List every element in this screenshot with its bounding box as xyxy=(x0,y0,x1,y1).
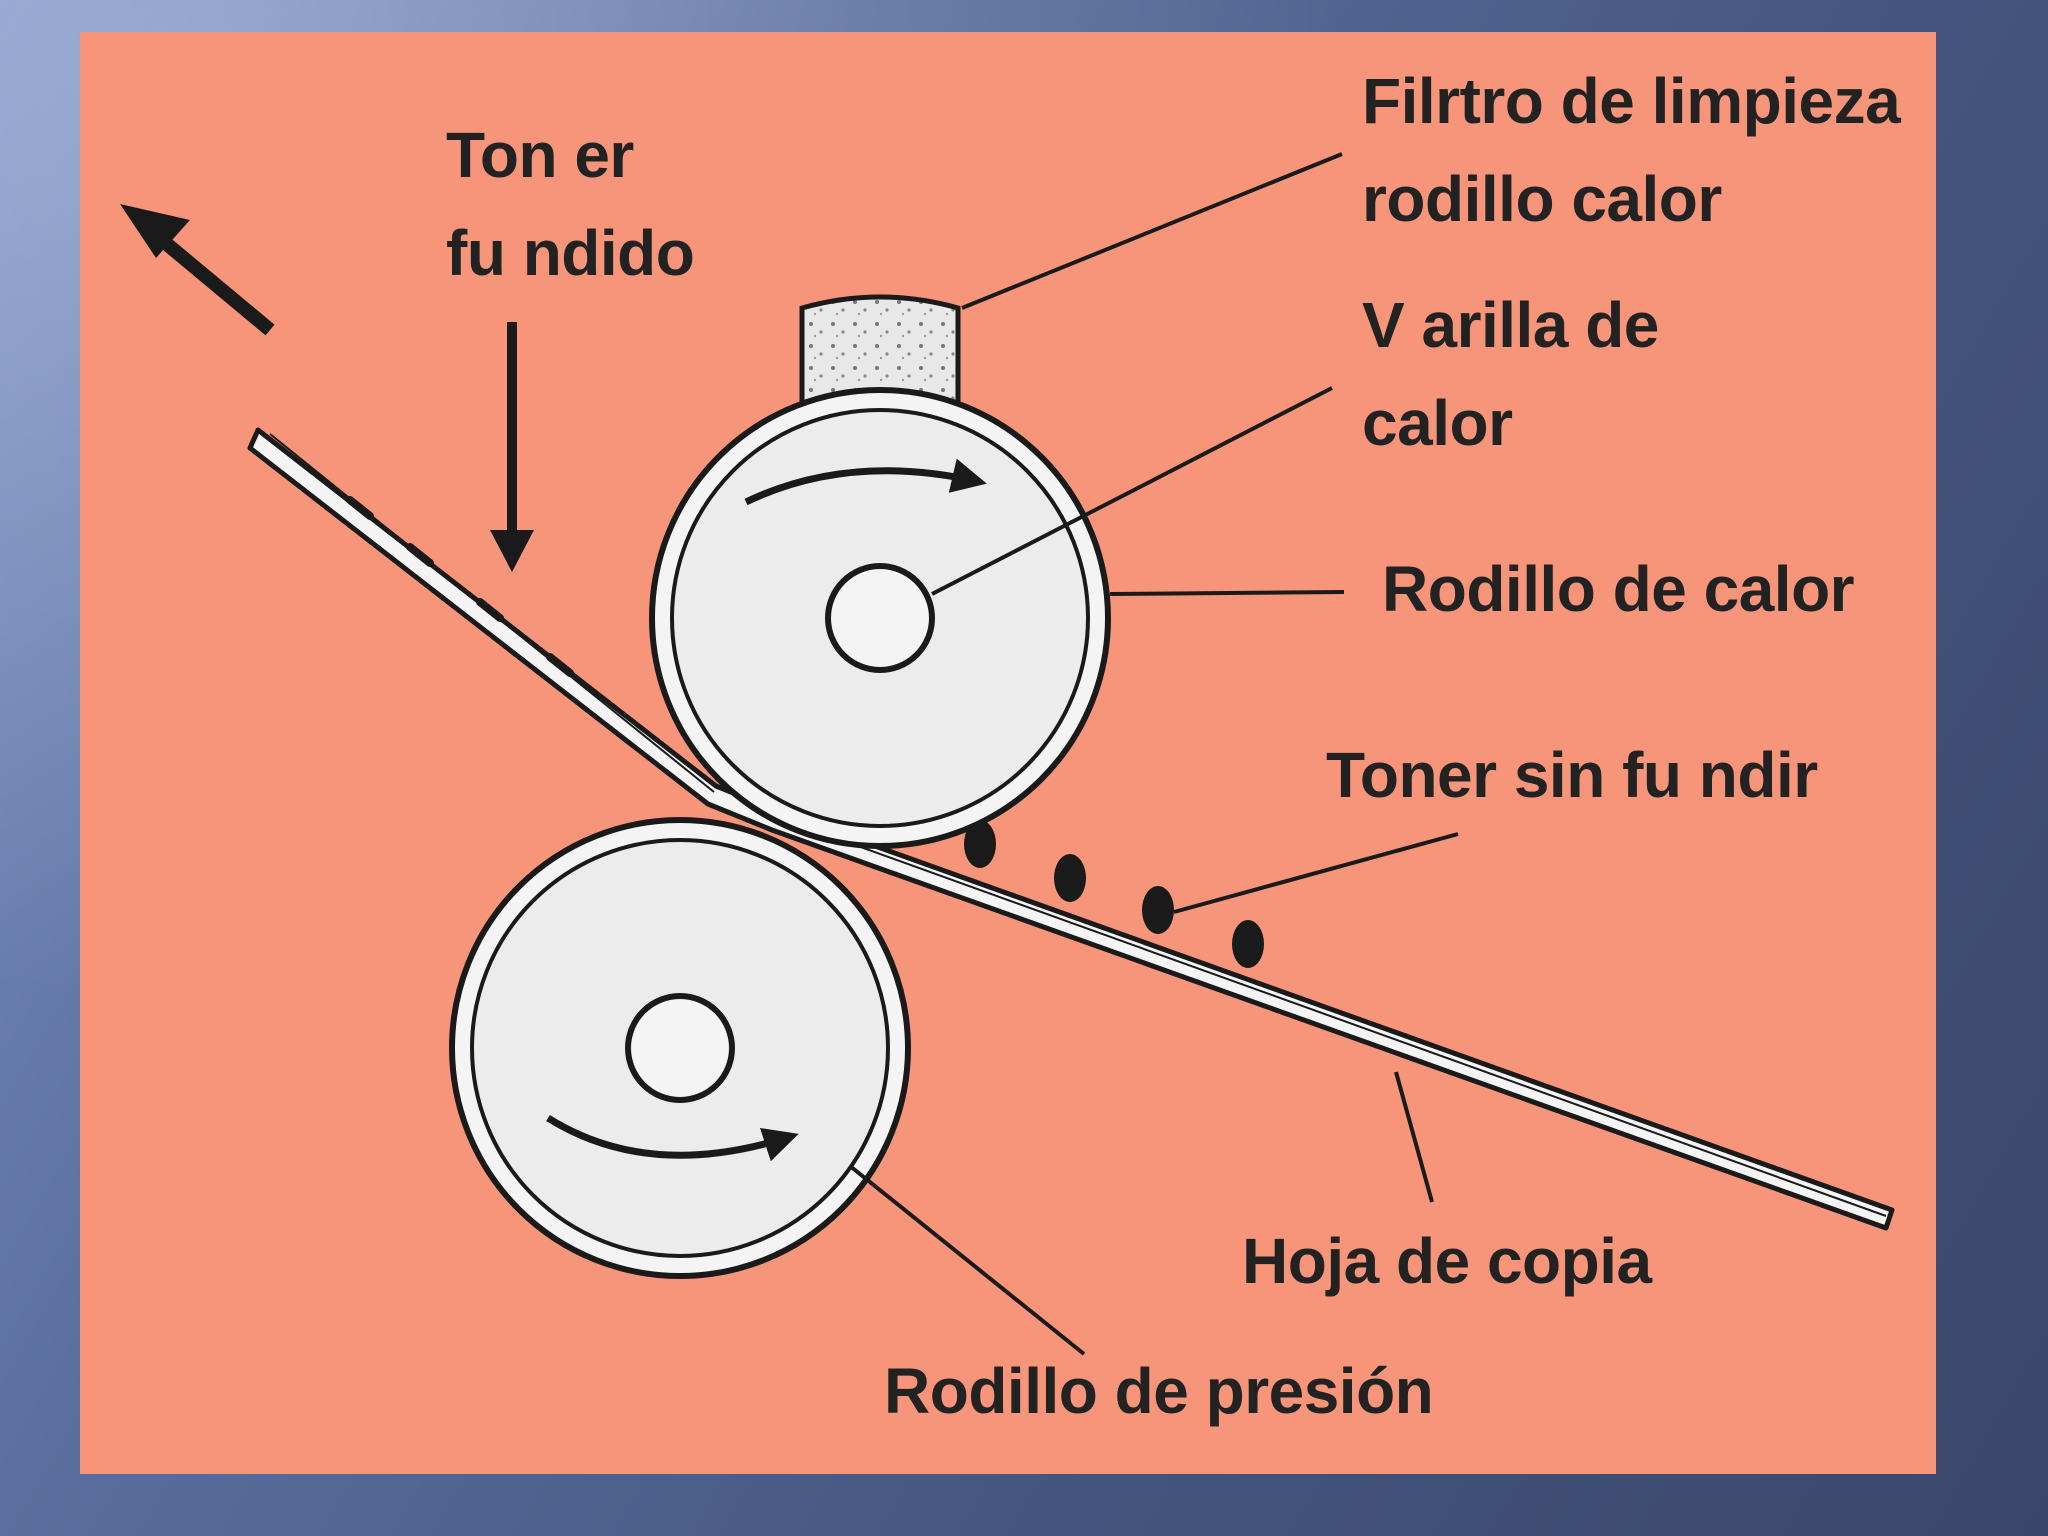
arrow-down-icon xyxy=(490,322,534,572)
unfused-toner-marks xyxy=(964,820,1264,968)
label-varilla-calor: V arilla de calor xyxy=(1362,276,1659,472)
label-hoja-copia: Hoja de copia xyxy=(1242,1225,1652,1297)
label-filtro-limpieza-line-1: Filrtro de limpieza xyxy=(1362,65,1901,137)
label-toner-fundido-line-1: Ton er xyxy=(446,119,634,191)
diagram-panel: Ton er fu ndido Filrtro de limpieza rodi… xyxy=(80,32,1936,1474)
heat-roller xyxy=(649,387,1111,849)
label-toner-fundido-line-2: fu ndido xyxy=(446,217,695,289)
curved-arrow-right-icon xyxy=(744,458,987,506)
fused-toner-marks xyxy=(346,496,574,677)
curved-arrow-right-icon xyxy=(546,1115,799,1162)
pressure-roller xyxy=(449,817,911,1279)
leader-lines xyxy=(848,152,1459,1356)
label-toner-sin-fundir: Toner sin fu ndir xyxy=(1326,739,1818,811)
fuser-diagram xyxy=(120,152,1895,1356)
label-varilla-calor-line-2: calor xyxy=(1362,387,1513,459)
label-filtro-limpieza: Filrtro de limpieza rodillo calor xyxy=(1362,52,1901,248)
label-varilla-calor-line-1: V arilla de xyxy=(1362,289,1659,361)
label-toner-fundido: Ton er fu ndido xyxy=(446,106,695,302)
label-rodillo-calor: Rodillo de calor xyxy=(1382,553,1855,625)
label-rodillo-presion: Rodillo de presión xyxy=(884,1355,1434,1427)
arrow-up-left-icon xyxy=(120,204,275,336)
label-filtro-limpieza-line-2: rodillo calor xyxy=(1362,163,1722,235)
